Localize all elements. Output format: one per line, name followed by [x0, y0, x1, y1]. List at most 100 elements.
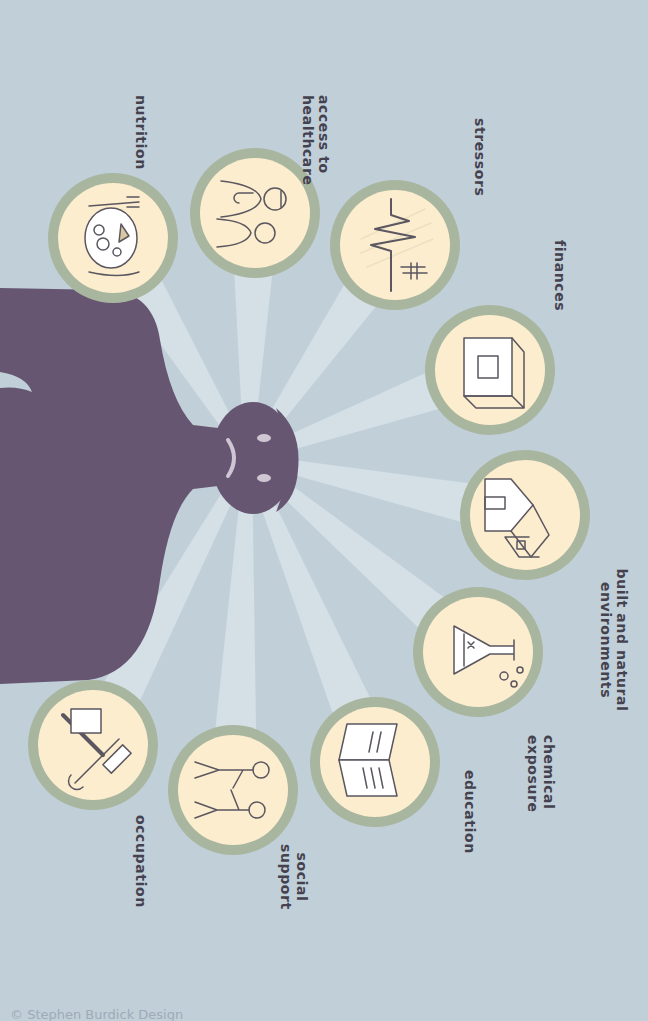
illustration-part [113, 248, 121, 256]
illustration-part [168, 725, 298, 855]
illustration-part [85, 197, 139, 276]
illustration-part [63, 709, 131, 789]
factor-circle: access to healthcare [189, 147, 321, 279]
circle-outline [47, 172, 179, 304]
illustration-part [464, 338, 524, 408]
factor-label: nutrition [133, 95, 149, 175]
illustration-part [361, 199, 433, 291]
illustration-part [468, 642, 474, 648]
factor-label: social support [278, 832, 310, 922]
illustration-part [340, 190, 450, 300]
factor-circle: occupation [27, 679, 159, 811]
factor-circle: social support [167, 724, 299, 856]
illustration-part [435, 315, 545, 425]
illustration-part [464, 338, 512, 396]
illustration-part [195, 790, 249, 818]
illustration-part [178, 735, 288, 845]
illustration-part [249, 802, 265, 818]
illustration-part [97, 238, 109, 250]
illustration-part [320, 707, 430, 817]
frown [228, 440, 234, 476]
factor-label: chemical exposure [525, 735, 557, 830]
illustration-part [200, 158, 310, 268]
illustration-part [38, 690, 148, 800]
arm-gap [0, 372, 32, 392]
illustration-part [423, 597, 533, 707]
factor-label: stressors [472, 118, 488, 218]
illustration-part [500, 672, 508, 680]
illustration-part [517, 667, 523, 673]
illustration-part [485, 497, 505, 509]
illustration-part [413, 587, 543, 717]
illustration-part [517, 541, 525, 549]
illustration-part [425, 305, 555, 435]
illustration-part [511, 505, 549, 557]
hair [276, 408, 299, 512]
body [0, 288, 218, 684]
illustration-part [371, 199, 415, 291]
illustration-part [310, 697, 440, 827]
illustration-part [103, 745, 131, 773]
illustration-part [485, 479, 533, 531]
factor-circle: chemical exposure [412, 586, 544, 718]
factor-circle: nutrition [47, 172, 179, 304]
factor-label: built and natural environments [598, 555, 630, 725]
illustration-part [511, 681, 517, 687]
illustration-part [253, 762, 269, 778]
illustration-part [339, 724, 397, 796]
illustration-part [217, 181, 286, 247]
circle-outline [309, 696, 441, 828]
eye [257, 434, 271, 442]
illustration-part [255, 223, 275, 243]
factor-circle: stressors [329, 179, 461, 311]
illustration-part [363, 732, 383, 788]
illustration-part [478, 356, 498, 378]
factor-label: occupation [133, 815, 149, 925]
circle-outline [27, 679, 159, 811]
illustration-part [264, 188, 286, 210]
illustration-part [119, 224, 129, 242]
factor-label: finances [552, 240, 568, 340]
factor-circle: education [309, 696, 441, 828]
factor-label: access to healthcare [300, 95, 332, 195]
illustration-part [339, 724, 397, 760]
illustration-part [89, 197, 139, 207]
illustration-part [28, 680, 158, 810]
illustration-part [221, 181, 261, 217]
illustration-part [505, 537, 539, 557]
illustration-part [48, 173, 178, 303]
illustration-part [94, 225, 104, 235]
circle-outline [459, 449, 591, 581]
illustration-part [401, 263, 427, 279]
illustration-part [89, 272, 139, 276]
illustration-part [460, 450, 590, 580]
illustration-part [464, 338, 524, 408]
illustration-part [71, 709, 101, 733]
illustration-part [485, 479, 549, 557]
illustration-part [234, 193, 253, 203]
illustration-part [195, 762, 253, 788]
circle-outline [412, 586, 544, 718]
illustration-part [85, 208, 137, 268]
illustration-part [454, 626, 514, 674]
circle-outline [167, 724, 299, 856]
illustration-part [470, 460, 580, 570]
illustration-part [217, 219, 251, 247]
illustration-part [280, 191, 282, 207]
copyright-note: © Stephen Burdick Design [10, 1007, 183, 1021]
factor-label: education [462, 770, 478, 870]
factor-circle: built and natural environments [459, 449, 591, 581]
circle-outline [424, 304, 556, 436]
illustration-part [330, 180, 460, 310]
illustration-part [195, 762, 269, 818]
illustration-part [454, 626, 523, 687]
illustration-part [58, 183, 168, 293]
illustration-part [339, 760, 397, 796]
circle-outline [329, 179, 461, 311]
eye [257, 474, 271, 482]
illustration-part [69, 739, 119, 789]
illustration-part [463, 634, 465, 666]
person-silhouette [0, 288, 299, 684]
factor-circle: finances [424, 304, 556, 436]
